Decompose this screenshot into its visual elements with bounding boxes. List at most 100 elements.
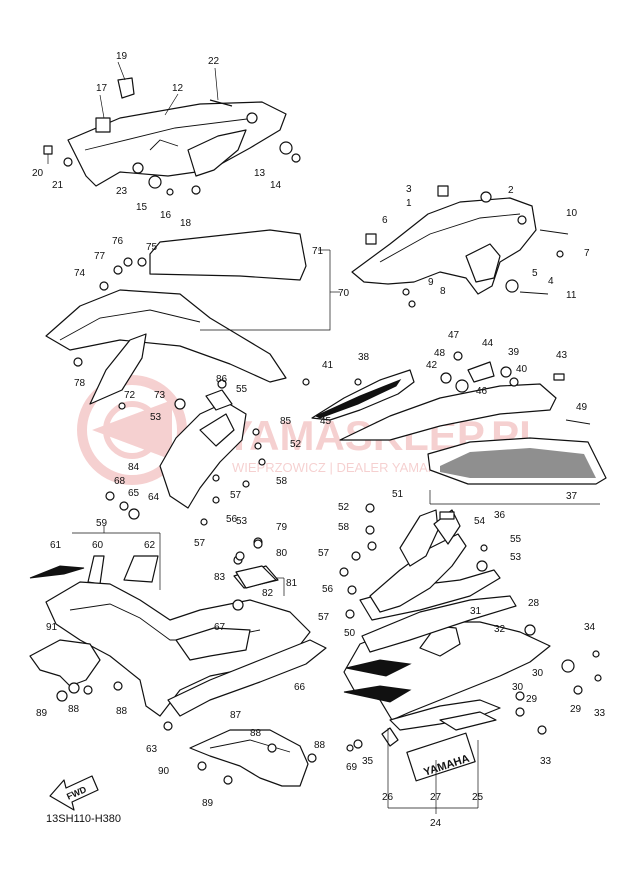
callout-68: 68 bbox=[114, 476, 126, 487]
callout-56a: 56 bbox=[226, 514, 238, 525]
part-59-lower-side-cowl bbox=[29, 526, 327, 731]
callout-37: 37 bbox=[566, 491, 578, 502]
callout-33b: 33 bbox=[540, 756, 552, 767]
callout-72: 72 bbox=[124, 390, 136, 401]
part-1-side-cover bbox=[351, 185, 569, 308]
callout-88d: 88 bbox=[314, 740, 326, 751]
callout-13: 13 bbox=[254, 168, 266, 179]
part-50-inner-cover bbox=[339, 503, 488, 619]
part-84-inner-panel bbox=[105, 379, 266, 526]
callout-23: 23 bbox=[116, 186, 128, 197]
callout-57b: 57 bbox=[194, 538, 206, 549]
callout-21: 21 bbox=[52, 180, 64, 191]
callout-78: 78 bbox=[74, 378, 86, 389]
callout-88b: 88 bbox=[116, 706, 128, 717]
part-81-bracket bbox=[235, 539, 285, 596]
callout-57d: 57 bbox=[318, 612, 330, 623]
callout-53c: 53 bbox=[236, 516, 248, 527]
callout-73: 73 bbox=[154, 390, 166, 401]
callout-34: 34 bbox=[584, 622, 596, 633]
callout-26: 26 bbox=[382, 792, 394, 803]
callout-45: 45 bbox=[320, 416, 332, 427]
callout-79: 79 bbox=[276, 522, 288, 533]
callout-69: 69 bbox=[346, 762, 358, 773]
callout-57a: 57 bbox=[230, 490, 242, 501]
callout-7: 7 bbox=[584, 248, 590, 259]
callout-53a: 53 bbox=[150, 412, 162, 423]
callout-42: 42 bbox=[426, 360, 438, 371]
callout-30a: 30 bbox=[512, 682, 524, 693]
callout-74: 74 bbox=[74, 268, 86, 279]
callout-58b: 58 bbox=[338, 522, 350, 533]
callout-46: 46 bbox=[476, 386, 488, 397]
callout-38: 38 bbox=[358, 352, 370, 363]
callout-58a: 58 bbox=[276, 476, 288, 487]
callout-27: 27 bbox=[430, 792, 442, 803]
callout-66: 66 bbox=[294, 682, 306, 693]
callout-4: 4 bbox=[548, 276, 554, 287]
diagram-code: 13SH110-H380 bbox=[46, 813, 121, 825]
callout-40: 40 bbox=[516, 364, 528, 375]
callout-2: 2 bbox=[508, 185, 514, 196]
callout-53b: 53 bbox=[510, 552, 522, 563]
callout-11: 11 bbox=[566, 290, 577, 301]
callout-70: 70 bbox=[338, 288, 350, 299]
callout-88c: 88 bbox=[250, 728, 262, 739]
callout-15: 15 bbox=[136, 202, 148, 213]
callout-9: 9 bbox=[428, 277, 434, 288]
callout-52a: 52 bbox=[290, 439, 302, 450]
part-70-front-fairing bbox=[45, 229, 340, 410]
callout-85: 85 bbox=[280, 416, 292, 427]
part-38-seat-cover bbox=[302, 369, 415, 421]
callout-18: 18 bbox=[180, 218, 192, 229]
callout-16: 16 bbox=[160, 210, 172, 221]
callout-76: 76 bbox=[112, 236, 124, 247]
callout-51: 51 bbox=[392, 489, 404, 500]
callout-83: 83 bbox=[214, 572, 226, 583]
callout-71: 71 bbox=[312, 246, 324, 257]
callout-1: 1 bbox=[406, 198, 412, 209]
callout-labels: 1 2 3 4 5 6 7 8 9 10 11 12 13 14 15 16 1… bbox=[32, 51, 606, 829]
callout-29a: 29 bbox=[526, 694, 538, 705]
callout-3: 3 bbox=[406, 184, 412, 195]
callout-17: 17 bbox=[96, 83, 108, 94]
callout-57c: 57 bbox=[318, 548, 330, 559]
callout-88a: 88 bbox=[68, 704, 80, 715]
callout-54: 54 bbox=[474, 516, 486, 527]
callout-52b: 52 bbox=[338, 502, 350, 513]
callout-8: 8 bbox=[440, 286, 446, 297]
callout-63: 63 bbox=[146, 744, 158, 755]
callout-24: 24 bbox=[430, 818, 442, 829]
callout-87: 87 bbox=[230, 710, 242, 721]
callout-12: 12 bbox=[172, 83, 184, 94]
callout-39: 39 bbox=[508, 347, 520, 358]
callout-77: 77 bbox=[94, 251, 106, 262]
callout-5: 5 bbox=[532, 268, 538, 279]
callout-35: 35 bbox=[362, 756, 374, 767]
callout-47: 47 bbox=[448, 330, 460, 341]
callout-31: 31 bbox=[470, 606, 482, 617]
callout-62: 62 bbox=[144, 540, 156, 551]
callout-55b: 55 bbox=[510, 534, 522, 545]
callout-65: 65 bbox=[128, 488, 140, 499]
watermark-subtitle: WIEPRZOWICZ | DEALER YAMAHA bbox=[232, 460, 446, 475]
callout-19: 19 bbox=[116, 51, 128, 62]
callout-82: 82 bbox=[262, 588, 274, 599]
part-36-tail-cowl bbox=[339, 351, 607, 505]
callout-32: 32 bbox=[494, 624, 506, 635]
callout-56b: 56 bbox=[322, 584, 334, 595]
callout-20: 20 bbox=[32, 168, 44, 179]
callout-43: 43 bbox=[556, 350, 568, 361]
callout-33a: 33 bbox=[594, 708, 606, 719]
callout-48: 48 bbox=[434, 348, 446, 359]
callout-6: 6 bbox=[382, 215, 388, 226]
callout-90: 91 bbox=[46, 622, 58, 633]
callout-80: 80 bbox=[276, 548, 288, 559]
callout-81: 81 bbox=[286, 578, 298, 589]
callout-25: 25 bbox=[472, 792, 484, 803]
callout-44: 44 bbox=[482, 338, 494, 349]
callout-49: 49 bbox=[576, 402, 588, 413]
callout-29b: 29 bbox=[570, 704, 582, 715]
